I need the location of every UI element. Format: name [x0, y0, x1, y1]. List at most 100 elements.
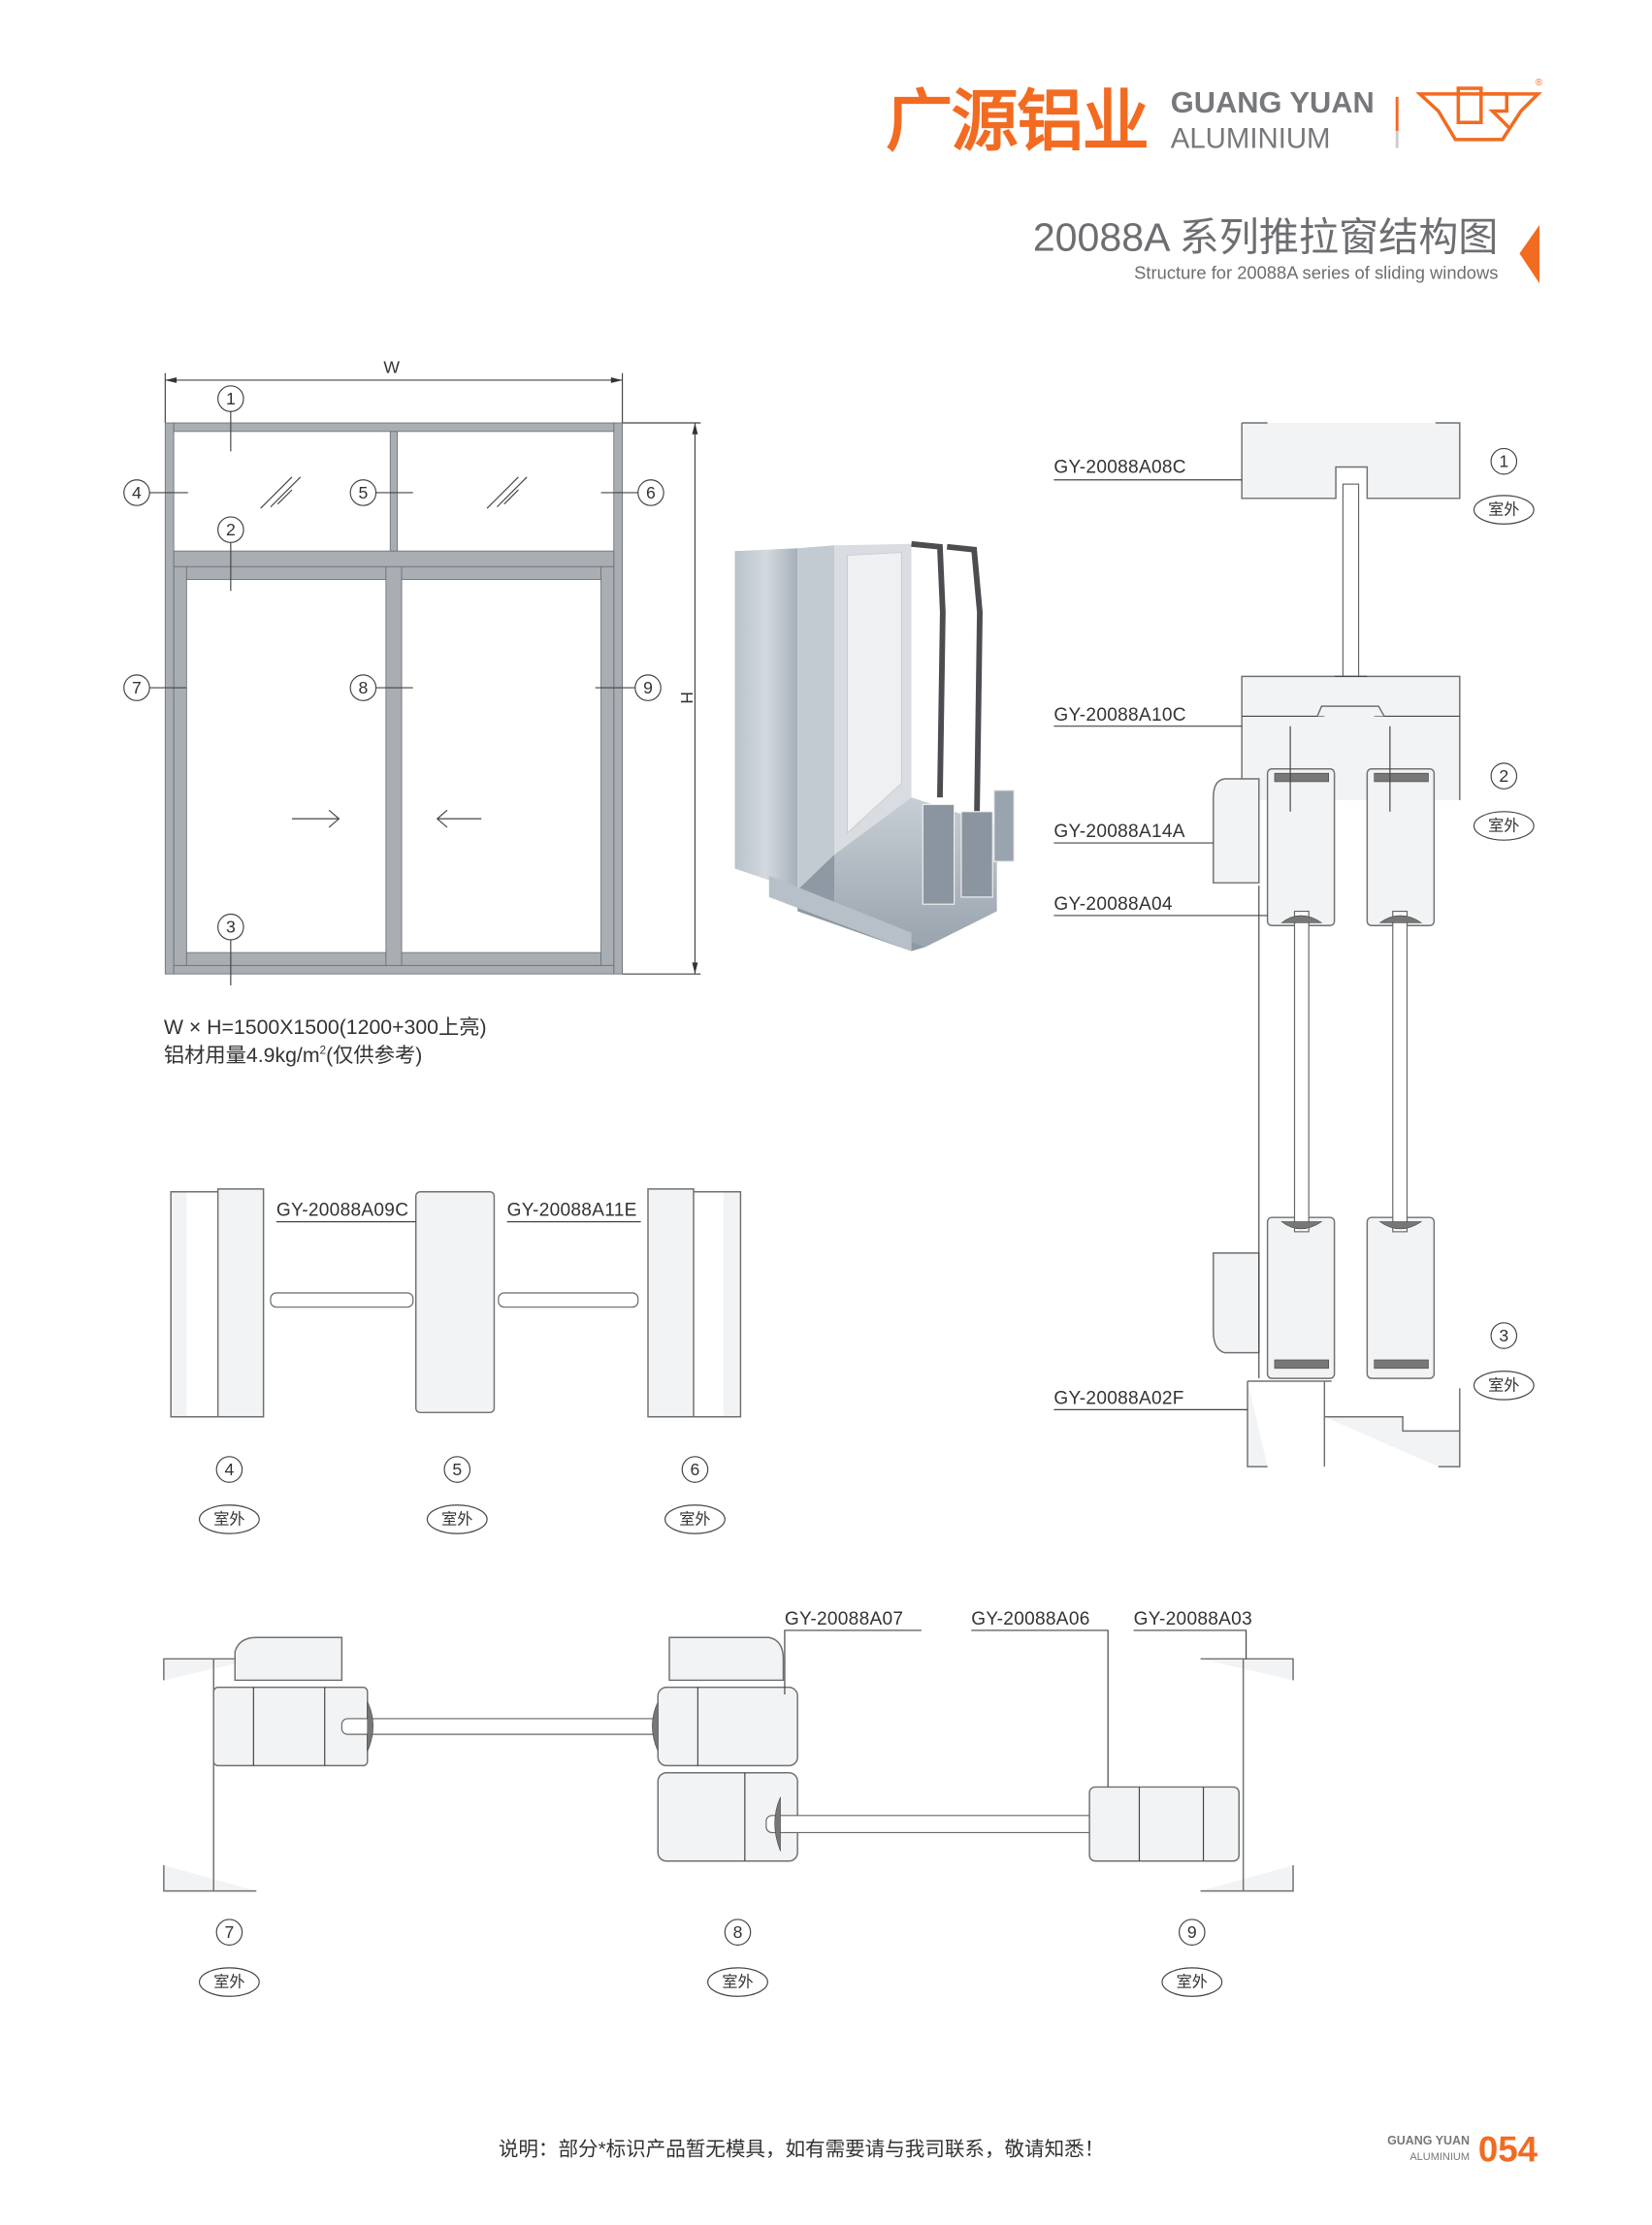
marker-9-section: 9 — [1178, 1919, 1206, 1946]
marker-7-section: 7 — [215, 1919, 243, 1946]
page-subtitle: Structure for 20088A series of sliding w… — [1134, 263, 1498, 283]
sash-profile-left — [1266, 768, 1336, 1379]
window-elevation: W H 1 2 3 4 — [123, 358, 701, 1067]
marker-8-section: 8 — [724, 1919, 752, 1946]
spec-material-usage: 铝材用量4.9kg/m2(仅供参考) — [164, 1044, 422, 1067]
spec-dimensions: W × H=1500X1500(1200+300上亮) — [164, 1016, 487, 1039]
outdoor-badge: 室外 — [426, 1504, 488, 1534]
svg-text:1: 1 — [226, 389, 236, 408]
svg-text:室外: 室外 — [679, 1510, 710, 1528]
svg-text:1: 1 — [1499, 452, 1508, 471]
marker-5-section: 5 — [443, 1456, 471, 1483]
footer-note: 说明：部分*标识产品暂无模具，如有需要请与我司联系，敬请知悉！ — [499, 2139, 1104, 2161]
svg-text:3: 3 — [226, 918, 236, 937]
width-label: W — [383, 358, 400, 377]
marker-3: 3 — [217, 913, 244, 941]
marker-4-section: 4 — [215, 1456, 243, 1483]
footer-brand: GUANG YUAN — [1387, 2134, 1470, 2147]
marker-8: 8 — [349, 674, 377, 701]
brand-name-en-2: ALUMINIUM — [1171, 123, 1331, 155]
marker-6: 6 — [637, 479, 664, 506]
outdoor-badge: 室外 — [1473, 1370, 1535, 1401]
svg-text:9: 9 — [643, 678, 653, 697]
part-label-a10c: GY-20088A10C — [1053, 705, 1243, 727]
svg-text:7: 7 — [132, 678, 142, 697]
brand-name-en: GUANG YUAN — [1171, 85, 1375, 119]
svg-text:5: 5 — [358, 483, 368, 502]
page-title: 20088A 系列推拉窗结构图 — [1033, 214, 1499, 259]
brand-name-cn: 广源铝业 — [886, 83, 1148, 158]
svg-text:6: 6 — [691, 1460, 700, 1479]
marker-7: 7 — [123, 674, 150, 701]
svg-text:8: 8 — [358, 678, 368, 697]
part-label-a06: GY-20088A06 — [971, 1609, 1109, 1788]
slide-right-arrow-icon — [291, 809, 340, 828]
outdoor-badge: 室外 — [1473, 495, 1535, 525]
svg-text:8: 8 — [733, 1922, 743, 1942]
part-label-a09c: GY-20088A09C — [275, 1201, 416, 1223]
outdoor-badge: 室外 — [1473, 811, 1535, 841]
part-label-a04: GY-20088A04 — [1053, 894, 1268, 917]
svg-text:GY-20088A06: GY-20088A06 — [971, 1609, 1089, 1629]
svg-text:GY-20088A09C: GY-20088A09C — [276, 1201, 408, 1221]
outdoor-badge: 室外 — [198, 1967, 260, 1997]
profile-3d-render — [734, 540, 1015, 951]
svg-text:6: 6 — [646, 483, 656, 502]
slide-left-arrow-icon — [436, 809, 482, 828]
horizontal-section-drawing: GY-20088A07 GY-20088A06 GY-20088A03 7 室外… — [163, 1609, 1294, 1997]
svg-text:GY-20088A10C: GY-20088A10C — [1053, 705, 1185, 726]
marker-2: 2 — [217, 516, 244, 543]
part-label-a02f: GY-20088A02F — [1053, 1389, 1248, 1410]
svg-text:2: 2 — [1499, 766, 1508, 786]
height-label: H — [677, 692, 696, 704]
footer-brand-2: ALUMINIUM — [1409, 2151, 1470, 2163]
marker-9: 9 — [634, 674, 662, 701]
vertical-section-drawing: GY-20088A08C GY-20088A10C GY-20088A14A G… — [1053, 422, 1535, 1467]
svg-text:室外: 室外 — [1177, 1974, 1208, 1991]
svg-text:GY-20088A04: GY-20088A04 — [1053, 894, 1172, 915]
page-number: 054 — [1478, 2130, 1539, 2170]
svg-text:GY-20088A08C: GY-20088A08C — [1053, 457, 1185, 477]
part-label-a07: GY-20088A07 — [784, 1609, 922, 1694]
svg-text:GY-20088A03: GY-20088A03 — [1134, 1609, 1252, 1629]
svg-text:室外: 室外 — [1488, 501, 1519, 519]
outdoor-badge: 室外 — [198, 1504, 260, 1534]
svg-text:7: 7 — [224, 1922, 234, 1942]
part-label-a08c: GY-20088A08C — [1053, 457, 1243, 481]
part-label-a14a: GY-20088A14A — [1053, 822, 1214, 844]
cr-logo-icon — [1415, 86, 1542, 142]
svg-text:9: 9 — [1187, 1922, 1197, 1942]
svg-text:4: 4 — [132, 483, 142, 502]
marker-1-section: 1 — [1490, 447, 1518, 475]
glass-hatch-icon — [260, 476, 528, 509]
marker-3-section: 3 — [1490, 1322, 1518, 1349]
marker-2-section: 2 — [1490, 762, 1518, 790]
svg-text:2: 2 — [226, 520, 236, 539]
svg-text:4: 4 — [224, 1460, 234, 1479]
svg-text:室外: 室外 — [213, 1974, 244, 1991]
marker-1: 1 — [217, 385, 244, 412]
svg-text:5: 5 — [452, 1460, 462, 1479]
svg-text:3: 3 — [1499, 1326, 1508, 1345]
svg-text:室外: 室外 — [722, 1974, 753, 1991]
svg-text:GY-20088A14A: GY-20088A14A — [1053, 822, 1184, 842]
title-marker-icon — [1519, 224, 1540, 284]
svg-text:室外: 室外 — [213, 1510, 244, 1528]
sash-profile-right — [1366, 768, 1436, 1379]
transom-section-drawing: GY-20088A09C GY-20088A11E 4 室外 5 室外 6 室外 — [170, 1188, 742, 1534]
svg-text:室外: 室外 — [1488, 1376, 1519, 1394]
svg-text:室外: 室外 — [1488, 817, 1519, 834]
svg-text:GY-20088A02F: GY-20088A02F — [1053, 1389, 1183, 1409]
part-label-a11e: GY-20088A11E — [507, 1201, 641, 1223]
registered-mark: ® — [1536, 78, 1543, 88]
part-label-a03: GY-20088A03 — [1133, 1609, 1252, 1660]
svg-text:GY-20088A11E: GY-20088A11E — [507, 1201, 637, 1221]
outdoor-badge: 室外 — [664, 1504, 726, 1534]
brand-logo: 广源铝业 GUANG YUAN ALUMINIUM ® — [886, 78, 1542, 158]
marker-6-section: 6 — [681, 1456, 709, 1483]
svg-text:室外: 室外 — [441, 1510, 472, 1528]
marker-5: 5 — [349, 479, 377, 506]
outdoor-badge: 室外 — [707, 1967, 768, 1997]
marker-4: 4 — [123, 479, 150, 506]
